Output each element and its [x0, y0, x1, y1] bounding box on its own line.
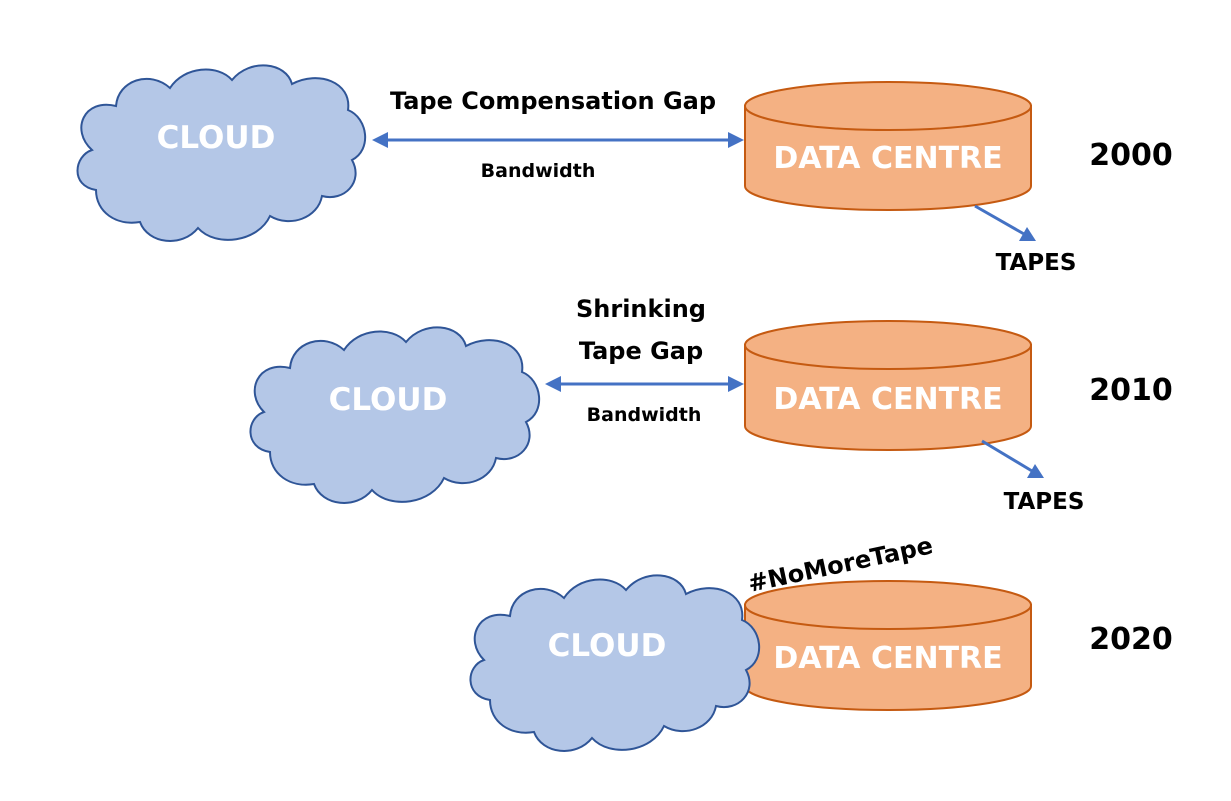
datacentre-2000: DATA CENTRE [744, 81, 1032, 211]
cloud-shape [469, 574, 761, 752]
gap-label-line-2: Tape Gap [579, 337, 703, 365]
tapes-arrow-2000 [974, 204, 1036, 241]
cylinder-body [744, 344, 1032, 451]
tapes-label: TAPES [1004, 489, 1085, 515]
datacentre-label: DATA CENTRE [773, 382, 1002, 417]
arrow-head-left [545, 376, 561, 392]
tapes-label: TAPES [996, 250, 1077, 276]
cloud-2020: CLOUD [469, 574, 761, 752]
year-label: 2000 [1089, 138, 1173, 173]
tapes-arrow-2010 [981, 439, 1044, 478]
bandwidth-label: Bandwidth [587, 404, 702, 426]
arrow-line [981, 439, 1033, 473]
row-2010: CLOUD Shrinking Tape Gap Bandwidth DATA … [249, 295, 1173, 515]
arrow-head-right [728, 376, 744, 392]
cloud-shape [249, 326, 541, 504]
cloud-shape [76, 64, 367, 242]
cloud-2000: CLOUD [76, 64, 367, 242]
cylinder-body [744, 604, 1032, 711]
arrow-head [1027, 464, 1044, 478]
cloud-label: CLOUD [548, 628, 667, 664]
cylinder-top [744, 320, 1032, 370]
cylinder-top [744, 81, 1032, 131]
bandwidth-arrow-2010 [545, 376, 744, 392]
datacentre-label: DATA CENTRE [773, 141, 1002, 176]
arrow-head [1019, 227, 1036, 241]
bandwidth-label: Bandwidth [481, 160, 596, 182]
datacentre-label: DATA CENTRE [773, 641, 1002, 676]
row-2020: DATA CENTRE CLOUD #NoMoreTape 2020 [469, 531, 1173, 752]
year-label: 2020 [1089, 622, 1173, 657]
cylinder-top [744, 580, 1032, 630]
gap-label-line-1: Shrinking [576, 295, 706, 323]
cylinder-body [744, 105, 1032, 211]
arrow-line [974, 204, 1025, 236]
row-2000: CLOUD Tape Compensation Gap Bandwidth DA… [76, 64, 1173, 276]
arrow-head-right [728, 132, 744, 148]
cloud-label: CLOUD [329, 382, 448, 418]
year-label: 2010 [1089, 373, 1173, 408]
datacentre-2020: DATA CENTRE [744, 580, 1032, 711]
gap-label: Tape Compensation Gap [390, 87, 716, 115]
cloud-label: CLOUD [157, 120, 276, 156]
datacentre-2010: DATA CENTRE [744, 320, 1032, 451]
arrow-head-left [372, 132, 388, 148]
bandwidth-arrow-2000 [372, 132, 744, 148]
cloud-2010: CLOUD [249, 326, 541, 504]
